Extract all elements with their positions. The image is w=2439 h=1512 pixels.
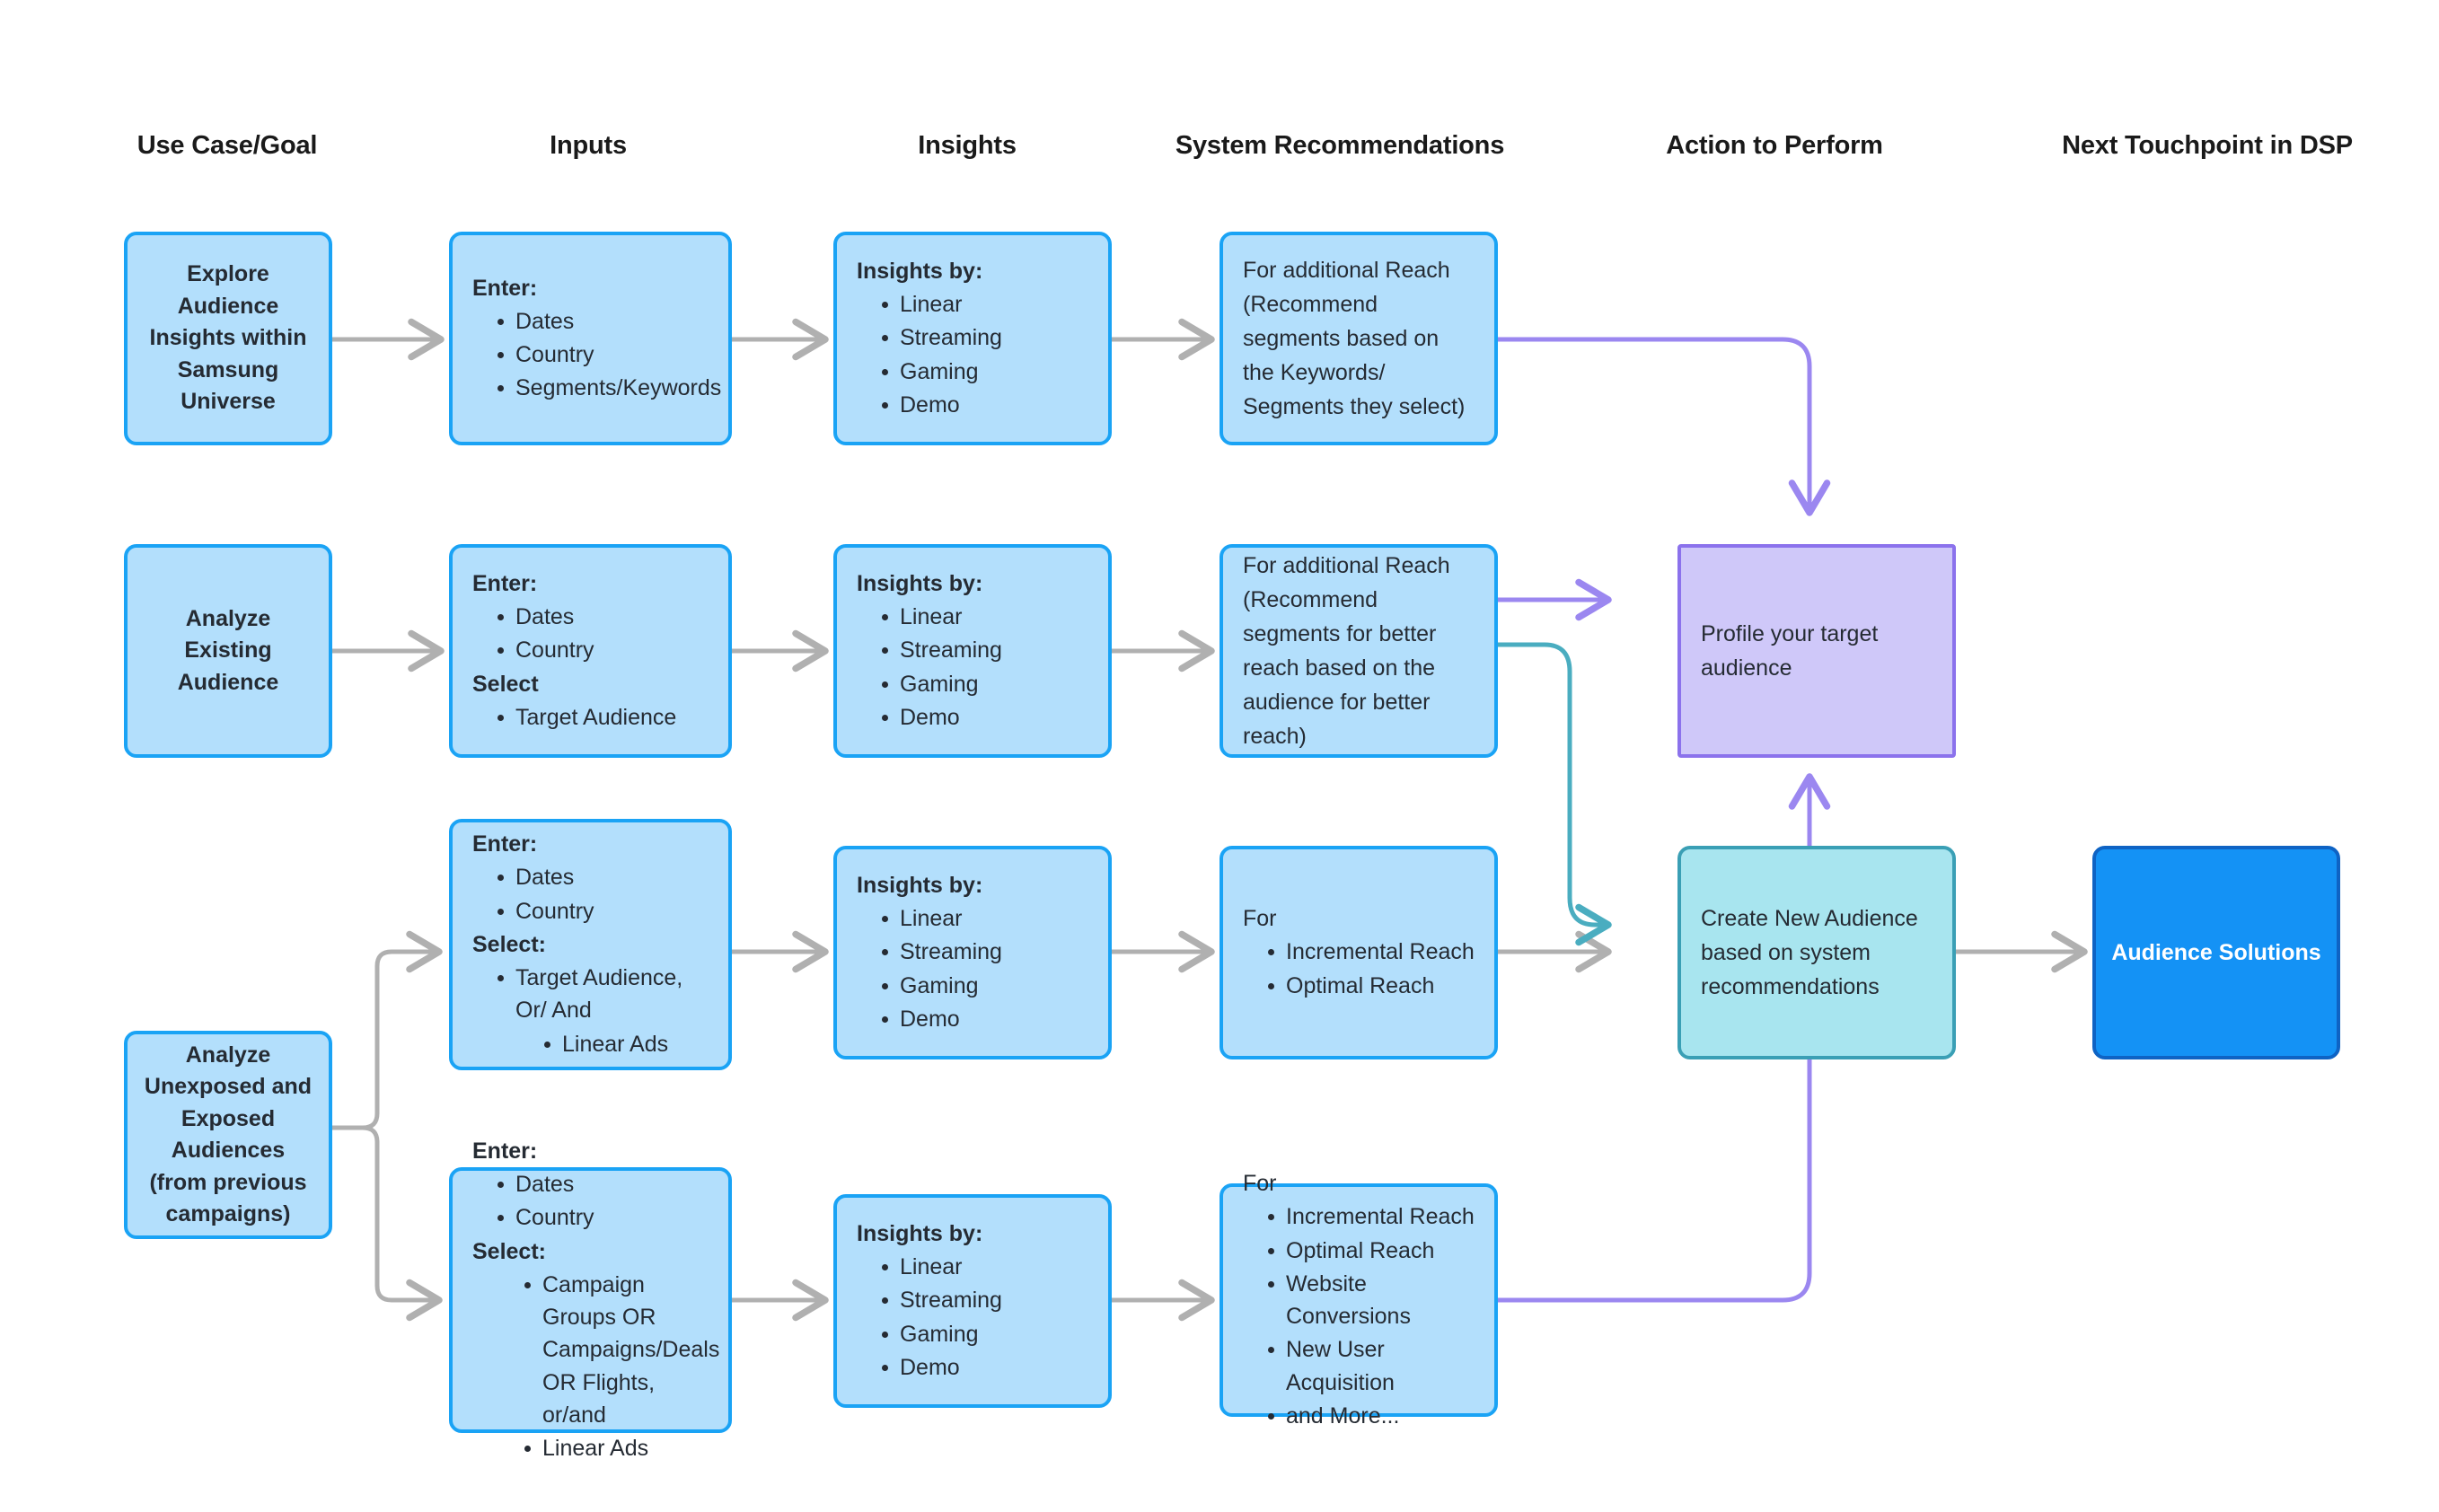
column-header-system-recommendations: System Recommendations — [1175, 131, 1505, 160]
list-item: Target Audience — [496, 701, 714, 734]
insights-box-row4[interactable]: Insights by: Linear Streaming Gaming Dem… — [833, 1194, 1112, 1408]
insights-row4-title: Insights by: — [857, 1220, 983, 1246]
inputs-box-row1[interactable]: Enter: Dates Country Segments/Keywords — [449, 232, 732, 445]
list-item: Streaming — [880, 634, 1094, 666]
connector-goal3-inputs4 — [330, 1125, 443, 1322]
recommendation-box-row2[interactable]: For additional Reach (Recommend segments… — [1220, 544, 1498, 758]
recommendation-row1-text: For additional Reach (Recommend segments… — [1243, 258, 1466, 419]
list-item: Linear — [880, 288, 1094, 321]
action-create-text: Create New Audience based on system reco… — [1701, 906, 1918, 999]
action-profile-target-audience[interactable]: Profile your target audience — [1677, 544, 1956, 758]
list-item: Optimal Reach — [1266, 1235, 1480, 1267]
inputs-row3-sublist: Linear Ads — [515, 1028, 714, 1060]
list-item: Demo — [880, 389, 1094, 421]
recommendation-row3-list: Incremental Reach Optimal Reach — [1243, 936, 1480, 1002]
inputs-row4-select-title: Select: — [472, 1238, 546, 1264]
insights-row1-list: Linear Streaming Gaming Demo — [857, 288, 1094, 421]
list-item: Gaming — [880, 356, 1094, 388]
recommendation-box-row3[interactable]: For Incremental Reach Optimal Reach — [1220, 846, 1498, 1059]
list-item: Streaming — [880, 936, 1094, 968]
inputs-box-row4[interactable]: Enter: Dates Country Select: Campaign Gr… — [449, 1138, 732, 1461]
list-item: Website Conversions — [1266, 1268, 1480, 1333]
list-item: Country — [496, 634, 714, 666]
list-item: Campaign Groups OR Campaigns/Deals OR Fl… — [523, 1269, 719, 1431]
column-header-use-case: Use Case/Goal — [136, 131, 318, 160]
list-item: Country — [496, 895, 714, 927]
list-item: Linear — [880, 902, 1094, 935]
recommendation-row4-title: For — [1243, 1171, 1277, 1196]
insights-row3-title: Insights by: — [857, 872, 983, 898]
inputs-row3-enter-list: Dates Country — [472, 861, 714, 927]
list-item: Gaming — [880, 1318, 1094, 1350]
insights-row2-list: Linear Streaming Gaming Demo — [857, 601, 1094, 734]
list-item: Incremental Reach — [1266, 936, 1480, 968]
inputs-row3-enter-title: Enter: — [472, 831, 538, 857]
list-item: Linear Ads — [542, 1028, 714, 1060]
insights-box-row3[interactable]: Insights by: Linear Streaming Gaming Dem… — [833, 846, 1112, 1059]
insights-row4-list: Linear Streaming Gaming Demo — [857, 1251, 1094, 1384]
list-item: Linear Ads — [523, 1432, 714, 1464]
recommendation-row3-title: For — [1243, 906, 1277, 932]
list-item: Linear — [880, 1251, 1094, 1283]
list-item: Streaming — [880, 321, 1094, 354]
inputs-row2-enter-title: Enter: — [472, 570, 538, 596]
list-item: Target Audience, Or/ And Linear Ads — [496, 962, 714, 1060]
insights-row2-title: Insights by: — [857, 570, 983, 596]
list-item: Dates — [496, 601, 714, 633]
insights-row3-list: Linear Streaming Gaming Demo — [857, 902, 1094, 1035]
inputs-row3-select-title: Select: — [472, 931, 546, 957]
list-item: Country — [496, 338, 714, 371]
inputs-row4-enter-title: Enter: — [472, 1138, 538, 1164]
list-item: Demo — [880, 1003, 1094, 1035]
connector-goal3-inputs3 — [330, 930, 443, 1130]
insights-box-row1[interactable]: Insights by: Linear Streaming Gaming Dem… — [833, 232, 1112, 445]
recommendation-row4-list: Incremental Reach Optimal Reach Website … — [1243, 1200, 1480, 1432]
list-item: Streaming — [880, 1284, 1094, 1316]
list-item-text: Target Audience, Or/ And — [515, 965, 683, 1024]
list-item: Dates — [496, 1168, 714, 1200]
connector-rec1-profile — [1495, 337, 1831, 516]
recommendation-box-row4[interactable]: For Incremental Reach Optimal Reach Webs… — [1220, 1171, 1498, 1428]
inputs-row2-enter-list: Dates Country — [472, 601, 714, 667]
list-item: Segments/Keywords — [496, 372, 721, 404]
list-item: Linear — [880, 601, 1094, 633]
column-header-insights: Insights — [918, 131, 1017, 160]
action-create-new-audience[interactable]: Create New Audience based on system reco… — [1677, 846, 1956, 1059]
list-item: Demo — [880, 1351, 1094, 1384]
insights-box-row2[interactable]: Insights by: Linear Streaming Gaming Dem… — [833, 544, 1112, 758]
inputs-box-row2[interactable]: Enter: Dates Country Select Target Audie… — [449, 544, 732, 758]
column-header-action-to-perform: Action to Perform — [1666, 131, 1883, 160]
recommendation-box-row1[interactable]: For additional Reach (Recommend segments… — [1220, 232, 1498, 445]
inputs-box-row3[interactable]: Enter: Dates Country Select: Target Audi… — [449, 819, 732, 1070]
inputs-row2-select-title: Select — [472, 671, 539, 697]
inputs-row4-enter-list: Dates Country — [472, 1168, 714, 1235]
list-item: Incremental Reach — [1266, 1200, 1480, 1233]
list-item: Gaming — [880, 668, 1094, 700]
list-item: Dates — [496, 305, 714, 338]
inputs-row4-select-list: Campaign Groups OR Campaigns/Deals OR Fl… — [472, 1269, 719, 1465]
list-item: and More... — [1266, 1400, 1480, 1432]
goal-analyze-unexposed-exposed[interactable]: Analyze Unexposed and Exposed Audiences … — [124, 1031, 332, 1239]
inputs-row3-select-list: Target Audience, Or/ And Linear Ads — [472, 962, 714, 1060]
touchpoint-audience-solutions[interactable]: Audience Solutions — [2092, 846, 2340, 1059]
connector-rec2-create — [1495, 642, 1612, 946]
column-header-inputs: Inputs — [550, 131, 627, 160]
action-profile-text: Profile your target audience — [1701, 621, 1879, 681]
inputs-row1-title: Enter: — [472, 275, 538, 301]
inputs-row1-list: Dates Country Segments/Keywords — [472, 305, 721, 405]
goal-explore-audience-insights[interactable]: Explore Audience Insights within Samsung… — [124, 232, 332, 445]
list-item: Country — [496, 1201, 714, 1234]
list-item: Gaming — [880, 970, 1094, 1002]
inputs-row2-select-list: Target Audience — [472, 701, 714, 734]
list-item: Optimal Reach — [1266, 970, 1480, 1002]
goal-analyze-existing-audience[interactable]: Analyze Existing Audience — [124, 544, 332, 758]
column-header-next-touchpoint: Next Touchpoint in DSP — [2062, 131, 2353, 160]
insights-row1-title: Insights by: — [857, 258, 983, 284]
recommendation-row2-text: For additional Reach (Recommend segments… — [1243, 553, 1450, 749]
list-item: Demo — [880, 701, 1094, 734]
list-item: New User Acquisition — [1266, 1333, 1480, 1399]
list-item: Dates — [496, 861, 714, 893]
